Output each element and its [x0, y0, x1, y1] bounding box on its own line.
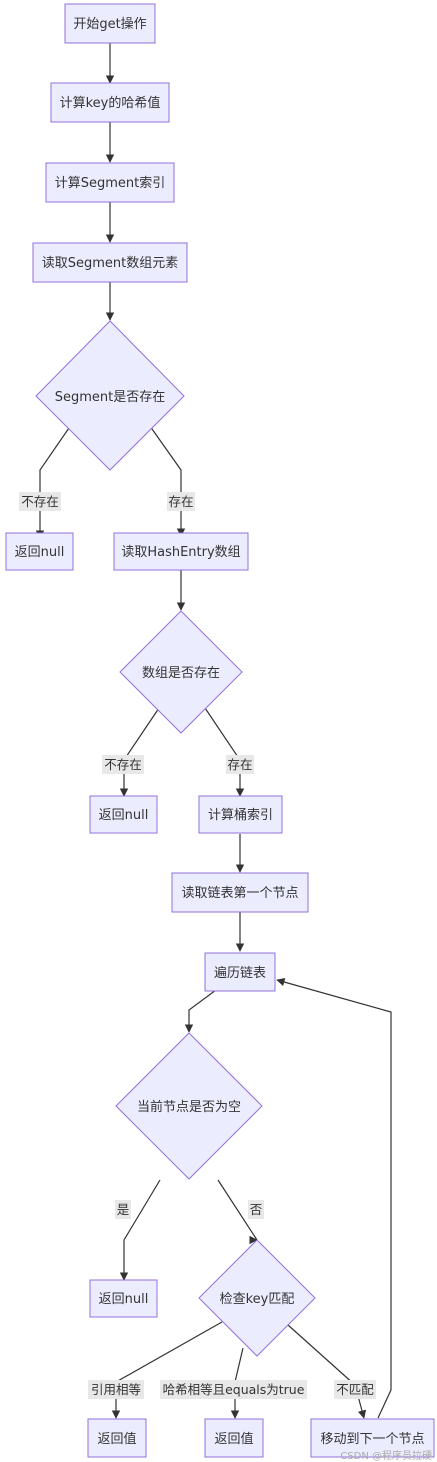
- node-read-hashentry-label: 读取HashEntry数组: [121, 545, 240, 560]
- node-move-next-label: 移动到下一个节点: [320, 1432, 424, 1447]
- edge-label-node-null-yes: 是: [115, 1200, 131, 1219]
- svg-text:引用相等: 引用相等: [91, 1382, 141, 1397]
- edge-check-no-match: [287, 1324, 367, 1419]
- node-return-value-1-label: 返回值: [97, 1431, 136, 1447]
- node-start: 开始get操作: [64, 3, 156, 44]
- node-read-hashentry: 读取HashEntry数组: [113, 532, 249, 571]
- node-check-key-label: 检查key匹配: [220, 1292, 295, 1307]
- node-read-first-node-label: 读取链表第一个节点: [181, 886, 298, 901]
- node-hash-key: 计算key的哈希值: [50, 82, 170, 123]
- edge-label-hash-equals: 哈希相等且equals为true: [160, 1380, 307, 1399]
- node-return-value-2-label: 返回值: [214, 1431, 253, 1447]
- node-traverse-label: 遍历链表: [214, 965, 266, 981]
- node-array-exists: 数组是否存在: [119, 610, 243, 734]
- node-return-null-2: 返回null: [89, 795, 158, 834]
- node-traverse: 遍历链表: [204, 952, 276, 992]
- edge-traverse-to-node-null: [184, 989, 217, 1033]
- node-segment-index-label: 计算Segment索引: [55, 176, 166, 191]
- node-segment-index: 计算Segment索引: [45, 162, 175, 203]
- node-node-is-null-label: 当前节点是否为空: [137, 1099, 241, 1115]
- node-return-null-3-label: 返回null: [99, 1292, 149, 1307]
- node-hash-key-label: 计算key的哈希值: [60, 95, 161, 111]
- node-return-null-1-label: 返回null: [15, 545, 65, 560]
- node-return-null-2-label: 返回null: [99, 808, 149, 823]
- node-return-value-2: 返回值: [204, 1418, 264, 1458]
- node-segment-exists: Segment是否存在: [35, 320, 185, 471]
- edge-label-segment-present: 存在: [167, 492, 195, 511]
- edge-label-array-present: 存在: [226, 755, 254, 774]
- node-read-segment-label: 读取Segment数组元素: [42, 256, 179, 271]
- svg-text:不存在: 不存在: [104, 757, 142, 772]
- edge-label-ref-equal: 引用相等: [88, 1380, 144, 1399]
- node-read-segment: 读取Segment数组元素: [32, 242, 188, 283]
- svg-text:否: 否: [250, 1202, 263, 1217]
- node-read-first-node: 读取链表第一个节点: [171, 872, 309, 913]
- edge-check-ref-equal: [111, 1321, 223, 1419]
- node-return-null-3: 返回null: [89, 1279, 158, 1318]
- svg-text:是: 是: [117, 1202, 130, 1217]
- node-bucket-index-label: 计算桶索引: [208, 808, 273, 823]
- edge-array-exists-yes: [204, 707, 245, 797]
- node-return-value-1: 返回值: [87, 1418, 147, 1458]
- edge-array-exists-no: [119, 707, 160, 797]
- edge-move-next-loop: [276, 977, 392, 1419]
- edge-label-array-missing: 不存在: [102, 755, 144, 774]
- node-node-is-null: 当前节点是否为空: [115, 1032, 263, 1180]
- node-bucket-index: 计算桶索引: [198, 795, 283, 834]
- edge-node-null-yes: [119, 1179, 161, 1281]
- node-segment-exists-label: Segment是否存在: [55, 390, 166, 405]
- node-return-null-1: 返回null: [5, 532, 74, 571]
- edge-label-node-null-no: 否: [248, 1200, 264, 1219]
- edge-label-segment-missing: 不存在: [19, 492, 61, 511]
- node-check-key: 检查key匹配: [198, 1239, 316, 1357]
- edge-segment-exists-no: [35, 411, 81, 539]
- svg-text:哈希相等且equals为true: 哈希相等且equals为true: [163, 1382, 305, 1397]
- node-start-label: 开始get操作: [73, 16, 146, 32]
- svg-text:不匹配: 不匹配: [336, 1382, 374, 1397]
- edge-label-no-match: 不匹配: [334, 1380, 376, 1399]
- edge-node-null-no: [217, 1179, 258, 1241]
- watermark: CSDN @程序员拉硬: [340, 1449, 432, 1462]
- node-move-next: 移动到下一个节点: [310, 1418, 435, 1458]
- svg-text:存在: 存在: [168, 494, 193, 509]
- svg-text:不存在: 不存在: [21, 494, 59, 509]
- edge-segment-exists-yes: [139, 411, 186, 537]
- svg-text:存在: 存在: [227, 757, 252, 772]
- node-array-exists-label: 数组是否存在: [142, 666, 220, 681]
